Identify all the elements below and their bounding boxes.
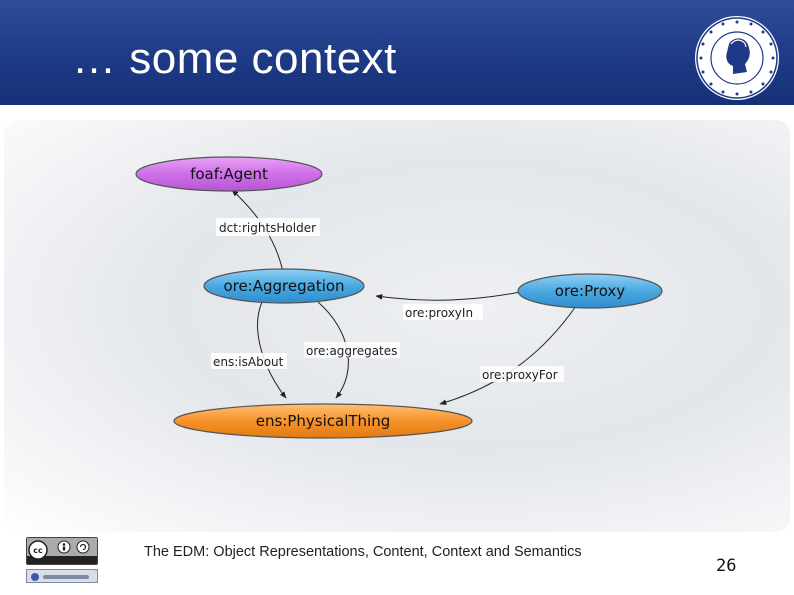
- creative-commons-license-badge[interactable]: cc: [26, 537, 98, 565]
- edge-label-proxy-in: ore:proxyIn: [403, 304, 483, 320]
- svg-text:foaf:Agent: foaf:Agent: [190, 165, 268, 183]
- node-ore-aggregation: ore:Aggregation: [204, 269, 364, 303]
- svg-text:ore:aggregates: ore:aggregates: [306, 344, 397, 358]
- page-number: 26: [716, 556, 736, 576]
- edge-label-proxy-for: ore:proxyFor: [480, 366, 564, 382]
- node-ore-proxy: ore:Proxy: [518, 274, 662, 308]
- svg-text:ore:proxyIn: ore:proxyIn: [405, 306, 473, 320]
- edge-label-rights-holder: dct:rightsHolder: [216, 218, 320, 236]
- edge-proxy-for: [440, 306, 576, 404]
- svg-text:ore:proxyFor: ore:proxyFor: [482, 368, 558, 382]
- edge-proxy-in: [376, 292, 520, 300]
- openoffice-badge: [26, 569, 98, 583]
- node-foaf-agent: foaf:Agent: [136, 157, 322, 191]
- node-ens-physical-thing: ens:PhysicalThing: [174, 404, 472, 438]
- svg-text:ens:isAbout: ens:isAbout: [213, 355, 284, 369]
- cc-by-sa-icon: cc: [27, 538, 97, 564]
- edge-is-about: [258, 302, 286, 398]
- openoffice-logo-icon: [27, 571, 97, 583]
- edge-label-is-about: ens:isAbout: [211, 353, 287, 369]
- svg-text:dct:rightsHolder: dct:rightsHolder: [219, 221, 316, 235]
- svg-text:ens:PhysicalThing: ens:PhysicalThing: [256, 412, 391, 430]
- svg-text:ore:Aggregation: ore:Aggregation: [223, 277, 344, 295]
- edge-label-aggregates: ore:aggregates: [304, 342, 400, 358]
- footer-text: The EDM: Object Representations, Content…: [144, 544, 582, 560]
- svg-text:cc: cc: [33, 546, 43, 555]
- svg-text:ore:Proxy: ore:Proxy: [555, 282, 626, 300]
